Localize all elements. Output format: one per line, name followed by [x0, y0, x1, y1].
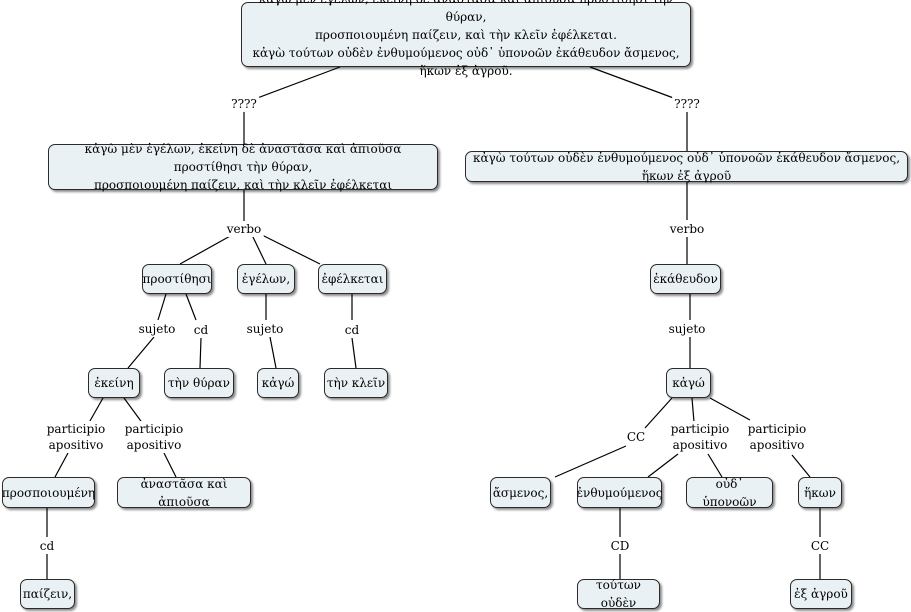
node-enthymoumenos: ἐνθυμούμενος — [577, 477, 662, 508]
label-part-ap-2-line-2: apositivo — [126, 438, 182, 452]
edge-sujeto-ekeine — [127, 336, 155, 369]
node-ephelketai-text: ἐφέλκεται — [321, 272, 384, 286]
label-part-ap-3-line-1: participio — [670, 422, 730, 436]
node-ten-klein-text: τὴν κλεῖν — [326, 376, 386, 390]
node-oud-hyponoon-text: οὐδ᾽ ὑπονοῶν — [702, 476, 757, 509]
left-clause-node: κἀγὼ μὲν ἐγέλων, ἐκείνη δὲ ἀναστᾶσα καὶ … — [48, 142, 438, 192]
right-clause-text: κἀγὼ τούτων οὐδὲν ἐνθυμούμενος οὐδ᾽ ὑπον… — [472, 150, 901, 183]
label-q-left: ???? — [229, 96, 259, 112]
edge-sujeto-kago-left — [269, 336, 277, 369]
label-part-ap-1-line-1: participio — [46, 422, 106, 436]
root-sentence-node: κἀγὼ μὲν ἐγέλων, ἐκείνη δὲ ἀναστᾶσα καὶ … — [241, 0, 691, 78]
node-touton-ouden-text: τούτων οὐδὲν — [596, 578, 641, 610]
edge-cd-ten-klein — [351, 337, 357, 369]
node-paizein-text: παίζειν, — [22, 587, 73, 601]
label-q-right: ???? — [672, 96, 702, 112]
edge-prostithesi-cd — [185, 293, 197, 321]
edge-part-ap-2-anastasa — [163, 452, 177, 478]
node-kago-right: κἀγώ — [666, 368, 711, 398]
node-prostithesi: προστίθησι — [142, 264, 212, 294]
node-asmenos-text: ἄσμενος, — [492, 485, 549, 500]
label-cc-right: CC — [624, 429, 648, 445]
label-part-ap-1: participio apositivo — [44, 421, 108, 453]
label-part-ap-1-line-2: apositivo — [48, 438, 104, 452]
label-part-ap-2: participio apositivo — [122, 421, 186, 453]
edge-kago-part-ap-4 — [709, 397, 751, 421]
label-cd-upper: CD — [608, 538, 632, 554]
label-sujeto-a: sujeto — [136, 321, 178, 337]
node-kago-left: κἀγώ — [257, 368, 299, 398]
label-cc-lower: CC — [808, 538, 832, 554]
node-ekathеudon: ἐκάθευδον — [650, 264, 721, 294]
node-ekeine-text: ἐκείνη — [94, 376, 134, 390]
node-touton-ouden: τούτων οὐδὲν — [577, 578, 660, 610]
edge-kago-part-ap-3 — [691, 397, 695, 423]
label-part-ap-4-line-1: participio — [747, 422, 807, 436]
label-cd-a: cd — [191, 322, 211, 338]
edge-verbo-ephelketai — [261, 234, 321, 265]
label-verbo-right: verbo — [667, 221, 707, 237]
node-asmenos: ἄσμενος, — [490, 477, 551, 508]
node-ephelketai: ἐφέλκεται — [318, 264, 387, 294]
node-oud-hyponoon: οὐδ᾽ ὑπονοῶν — [686, 476, 773, 509]
node-ekeine: ἐκείνη — [88, 368, 140, 398]
node-ten-thyran: τὴν θύραν — [164, 368, 234, 398]
edge-part-ap-3-enthymoumenos — [647, 453, 679, 478]
edge-part-ap-3-oud-hyponoon — [707, 453, 723, 478]
edge-kago-cc — [644, 397, 673, 429]
label-sujeto-right: sujeto — [666, 321, 708, 337]
edge-part-ap-1-prospoioumene — [54, 452, 69, 478]
node-prostithesi-text: προστίθησι — [142, 272, 212, 286]
label-part-ap-4: participio apositivo — [745, 421, 809, 453]
edge-cd-ten-thyran — [199, 337, 202, 369]
edge-prostithesi-sujeto — [157, 293, 167, 321]
label-cd-c: cd — [37, 538, 57, 554]
label-part-ap-2-line-1: participio — [124, 422, 184, 436]
label-part-ap-3: participio apositivo — [668, 421, 732, 453]
left-clause-line-1: κἀγὼ μὲν ἐγέλων, ἐκείνη δὲ ἀναστᾶσα καὶ … — [84, 142, 402, 174]
node-kago-right-text: κἀγώ — [672, 376, 705, 390]
edge-cc-asmenos — [554, 445, 627, 478]
edge-verbo-egelon — [251, 234, 267, 265]
label-part-ap-4-line-2: apositivo — [749, 438, 805, 452]
node-hekon-text: ἥκων — [804, 485, 836, 500]
node-anastasa-text: ἀναστᾶσα καὶ ἀπιοῦσα — [140, 476, 228, 509]
right-clause-node: κἀγὼ τούτων οὐδὲν ἐνθυμούμενος οὐδ᾽ ὑπον… — [465, 150, 908, 183]
root-line-3: κἀγὼ τούτων οὐδὲν ἐνθυμούμενος οὐδ᾽ ὑπον… — [252, 45, 680, 78]
label-cd-b: cd — [342, 322, 362, 338]
root-line-1: κἀγὼ μὲν ἐγέλων, ἐκείνη δὲ ἀναστᾶσα καὶ … — [259, 0, 673, 24]
node-egelon: ἐγέλων, — [237, 264, 295, 294]
node-ex-agrou-text: ἐξ ἀγροῦ — [794, 587, 848, 601]
edge-root-q-left — [243, 66, 341, 104]
node-ekathеudon-text: ἐκάθευδον — [653, 272, 718, 286]
node-ex-agrou: ἐξ ἀγροῦ — [790, 579, 852, 609]
node-anastasa: ἀναστᾶσα καὶ ἀπιοῦσα — [117, 476, 251, 509]
node-prospoioumene-text: προσποιουμένη — [1, 485, 96, 500]
left-clause-line-2: προσποιουμένη παίζειν, καὶ τὴν κλεῖν ἐφέ… — [93, 178, 393, 192]
node-ten-thyran-text: τὴν θύραν — [168, 376, 230, 390]
root-line-2: προσποιουμένη παίζειν, καὶ τὴν κλεῖν ἐφέ… — [315, 27, 617, 42]
node-ten-klein: τὴν κλεῖν — [324, 368, 388, 398]
node-kago-left-text: κἀγώ — [261, 376, 295, 390]
node-paizein: παίζειν, — [20, 579, 75, 609]
edge-verbo-prostithesi — [179, 234, 233, 265]
label-verbo-left: verbo — [224, 221, 264, 237]
label-part-ap-3-line-2: apositivo — [672, 438, 728, 452]
node-prospoioumene: προσποιουμένη — [2, 477, 95, 508]
node-hekon: ἥκων — [798, 477, 842, 508]
edge-root-q-right — [589, 66, 688, 104]
node-enthymoumenos-text: ἐνθυμούμενος — [576, 485, 663, 500]
edge-part-ap-4-hekon — [791, 454, 811, 478]
label-sujeto-b: sujeto — [244, 321, 286, 337]
node-egelon-text: ἐγέλων, — [241, 272, 291, 286]
